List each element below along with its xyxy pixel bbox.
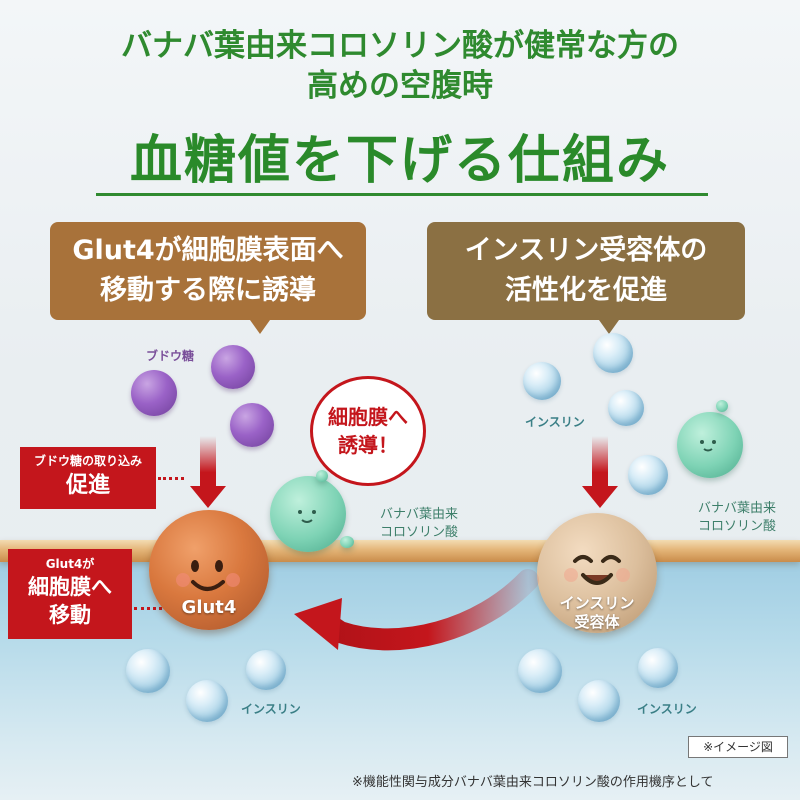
banaba-label-right-1: バナバ葉由来 bbox=[697, 501, 776, 516]
callout-receptor-line2: 活性化を促進 bbox=[505, 275, 667, 306]
uptake-badge-small: ブドウ糖の取り込み bbox=[33, 454, 142, 468]
arrow-down-left-shaft bbox=[200, 436, 216, 488]
uptake-leader bbox=[158, 477, 184, 480]
glucose-ball bbox=[230, 403, 274, 447]
banaba-label-right: バナバ葉由来 コロソリン酸 bbox=[676, 500, 776, 536]
insulin-bubble bbox=[638, 648, 678, 688]
insulin-bubble bbox=[593, 333, 633, 373]
callout-tail bbox=[599, 320, 619, 334]
insulin-bubble bbox=[186, 680, 228, 722]
glucose-ball bbox=[211, 345, 255, 389]
image-note: ※イメージ図 bbox=[688, 736, 788, 758]
banaba-character-left bbox=[270, 476, 346, 552]
callout-receptor-line1: インスリン受容体の bbox=[464, 235, 708, 266]
balloon-line1: 細胞膜へ bbox=[328, 405, 408, 429]
title-line-1: バナバ葉由来コロソリン酸が健常な方の bbox=[121, 28, 679, 64]
uptake-badge-big: 促進 bbox=[65, 473, 110, 498]
uptake-badge: ブドウ糖の取り込み 促進 bbox=[20, 447, 156, 509]
insulin-bubble bbox=[523, 362, 561, 400]
receptor-label-2: 受容体 bbox=[574, 613, 620, 631]
glucose-label: ブドウ糖 bbox=[146, 349, 195, 363]
glut4-transporter bbox=[149, 510, 269, 630]
headline-underline bbox=[96, 193, 708, 196]
glut4-leader bbox=[134, 607, 174, 610]
banaba-arm-icon bbox=[316, 470, 328, 482]
insulin-receptor bbox=[537, 513, 657, 633]
insulin-bubble bbox=[126, 649, 170, 693]
callout-glut4: Glut4が細胞膜表面へ 移動する際に誘導 bbox=[50, 222, 366, 334]
insulin-bubble bbox=[518, 649, 562, 693]
receptor-label: インスリン 受容体 bbox=[537, 594, 657, 632]
glucose-ball bbox=[131, 370, 177, 416]
glut4-badge-big-2: 移動 bbox=[49, 603, 91, 627]
arrow-down-right-icon bbox=[582, 486, 618, 508]
arrow-down-right-shaft bbox=[592, 436, 608, 488]
face-icon bbox=[298, 510, 316, 523]
insulin-label-bottom-right: インスリン bbox=[637, 702, 697, 716]
banaba-label-left-2: コロソリン酸 bbox=[379, 525, 458, 540]
face-icon bbox=[700, 440, 716, 452]
smile-face-icon bbox=[564, 555, 630, 585]
curved-arrow-icon bbox=[294, 569, 539, 651]
footer-note: ※機能性関与成分バナバ葉由来コロソリン酸の作用機序として bbox=[352, 775, 714, 790]
callout-glut4-line2: 移動する際に誘導 bbox=[100, 275, 316, 306]
glut4-badge-small: Glut4が bbox=[45, 557, 95, 571]
insulin-bubble bbox=[608, 390, 644, 426]
banaba-arm-icon bbox=[716, 400, 728, 412]
glut4-badge-big-1: 細胞膜へ bbox=[28, 575, 112, 599]
banaba-label-left: バナバ葉由来 コロソリン酸 bbox=[360, 506, 458, 542]
banaba-label-right-2: コロソリン酸 bbox=[697, 519, 776, 534]
insulin-bubble bbox=[246, 650, 286, 690]
glut4-move-badge: Glut4が 細胞膜へ 移動 bbox=[8, 549, 132, 639]
banaba-leg-icon bbox=[340, 536, 354, 548]
glut4-label: Glut4 bbox=[181, 597, 237, 618]
balloon-line2: 誘導！ bbox=[338, 433, 398, 457]
smile-face-icon bbox=[176, 560, 240, 591]
insulin-bubble bbox=[578, 680, 620, 722]
callout-glut4-line1: Glut4が細胞膜表面へ bbox=[72, 235, 344, 266]
headline: 血糖値を下げる仕組み bbox=[129, 131, 670, 191]
insulin-bubble bbox=[628, 455, 668, 495]
membrane-guide-balloon: 細胞膜へ 誘導！ bbox=[310, 376, 426, 486]
title-line-2: 高めの空腹時 bbox=[307, 68, 493, 104]
banaba-character-right bbox=[677, 412, 743, 478]
callout-tail bbox=[250, 320, 270, 334]
receptor-label-1: インスリン bbox=[559, 594, 635, 612]
banaba-label-left-1: バナバ葉由来 bbox=[379, 507, 458, 522]
arrow-down-left-icon bbox=[190, 486, 226, 508]
insulin-label-top: インスリン bbox=[525, 415, 585, 429]
callout-insulin-receptor: インスリン受容体の 活性化を促進 bbox=[427, 222, 745, 334]
insulin-label-bottom-left: インスリン bbox=[241, 702, 301, 716]
